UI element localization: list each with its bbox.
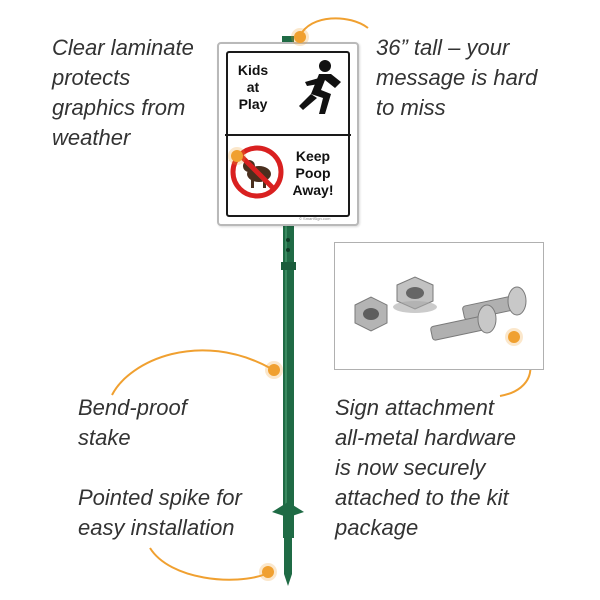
stake-hole: [286, 248, 290, 252]
callout-line: stake: [78, 425, 131, 450]
callout-dot-spike: [262, 566, 274, 578]
sign-word: Kids: [237, 62, 269, 78]
callout-line: attached to the kit: [335, 485, 509, 510]
callout-line: weather: [52, 125, 131, 150]
callout-line: Pointed spike for: [78, 485, 242, 510]
callout-dot-stake: [268, 364, 280, 376]
callout-line: graphics from: [52, 95, 186, 120]
callout-line: protects: [52, 65, 131, 90]
leader-line-tall: [299, 17, 369, 37]
stake-top-bracket: [282, 36, 294, 42]
nuts-and-bolts-image: [354, 276, 527, 341]
stake-shaft-highlight: [285, 226, 287, 538]
leader-line-spike: [149, 547, 267, 581]
callout-line: message is hard: [376, 65, 538, 90]
kids-at-play-text: Kids at Play: [229, 62, 277, 113]
callout-dot-laminate: [231, 150, 243, 162]
sign-fineprint: © SmartSign.com: [299, 216, 331, 221]
stake-joint: [281, 262, 296, 270]
callout-line: is now securely: [335, 455, 486, 480]
sign-divider: [225, 134, 351, 136]
callout-line: to miss: [376, 95, 446, 120]
sign-word: Play: [238, 96, 268, 112]
callout-line: all-metal hardware: [335, 425, 516, 450]
callout-line: 36” tall – your: [376, 35, 510, 60]
callout-laminate: Clear laminate protects graphics from we…: [52, 33, 194, 153]
sign-word: at: [246, 79, 260, 95]
callout-spike: Pointed spike for easy installation: [78, 483, 242, 543]
stake-spike: [272, 502, 304, 586]
callout-line: Bend-proof: [78, 395, 187, 420]
callout-line: package: [335, 515, 419, 540]
sign-panel: Kids at Play Keep Poop Away! © SmartSign…: [217, 42, 359, 226]
hardware-photo: [334, 242, 544, 370]
sign-word: Away!: [292, 182, 334, 198]
callout-line: Clear laminate: [52, 35, 194, 60]
callout-stake: Bend-proof stake: [78, 393, 187, 453]
sign-word: Poop: [295, 165, 331, 181]
callout-dot-tall: [294, 31, 306, 43]
callout-line: easy installation: [78, 515, 235, 540]
callout-hardware: Sign attachment all-metal hardware is no…: [335, 393, 516, 543]
callout-line: Sign attachment: [335, 395, 494, 420]
running-kid-icon: [299, 60, 341, 114]
no-dog-poop-icon: [230, 145, 284, 199]
stake-hole: [286, 238, 290, 242]
sign-word: Keep: [295, 148, 331, 164]
stake-shaft: [283, 226, 294, 538]
callout-dot-hardware: [508, 331, 520, 343]
keep-poop-away-text: Keep Poop Away!: [285, 148, 341, 199]
leader-line-stake: [111, 349, 271, 396]
callout-tall: 36” tall – your message is hard to miss: [376, 33, 537, 123]
